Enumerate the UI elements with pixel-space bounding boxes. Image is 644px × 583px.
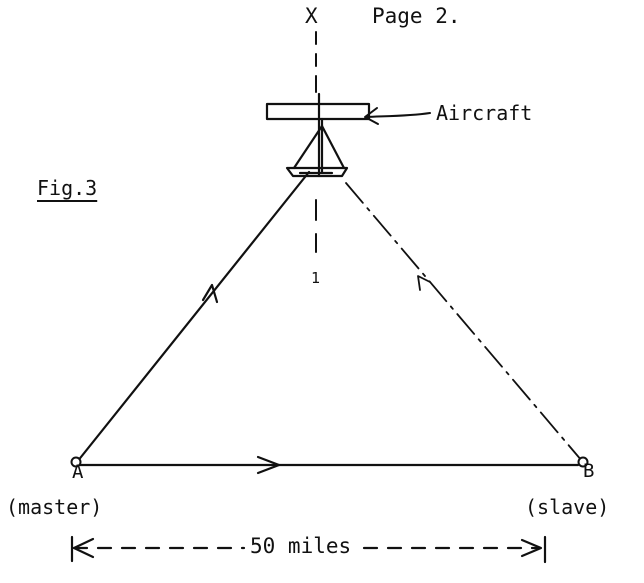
station-b-marker — [577, 456, 589, 468]
aircraft-icon — [265, 92, 371, 178]
baseline-path — [78, 455, 580, 475]
station-a-letter: A — [72, 461, 84, 483]
station-a-role: (master) — [6, 495, 103, 519]
axis-marker-x: X — [305, 4, 318, 28]
station-b-letter: B — [583, 460, 595, 482]
slave-signal-path — [345, 182, 583, 462]
figure-caption: Fig.3 — [37, 176, 98, 200]
axis-center-mark: 1 — [311, 269, 320, 287]
station-a-marker — [70, 456, 82, 468]
aircraft-pointer-arrow — [364, 107, 431, 125]
page-number: Page 2. — [372, 4, 461, 28]
distance-dimension-line — [70, 535, 547, 564]
aircraft-label: Aircraft — [436, 101, 533, 125]
baseline-distance-label: 50 miles — [247, 536, 355, 557]
master-signal-path — [75, 170, 311, 464]
station-b-role: (slave) — [525, 495, 610, 519]
